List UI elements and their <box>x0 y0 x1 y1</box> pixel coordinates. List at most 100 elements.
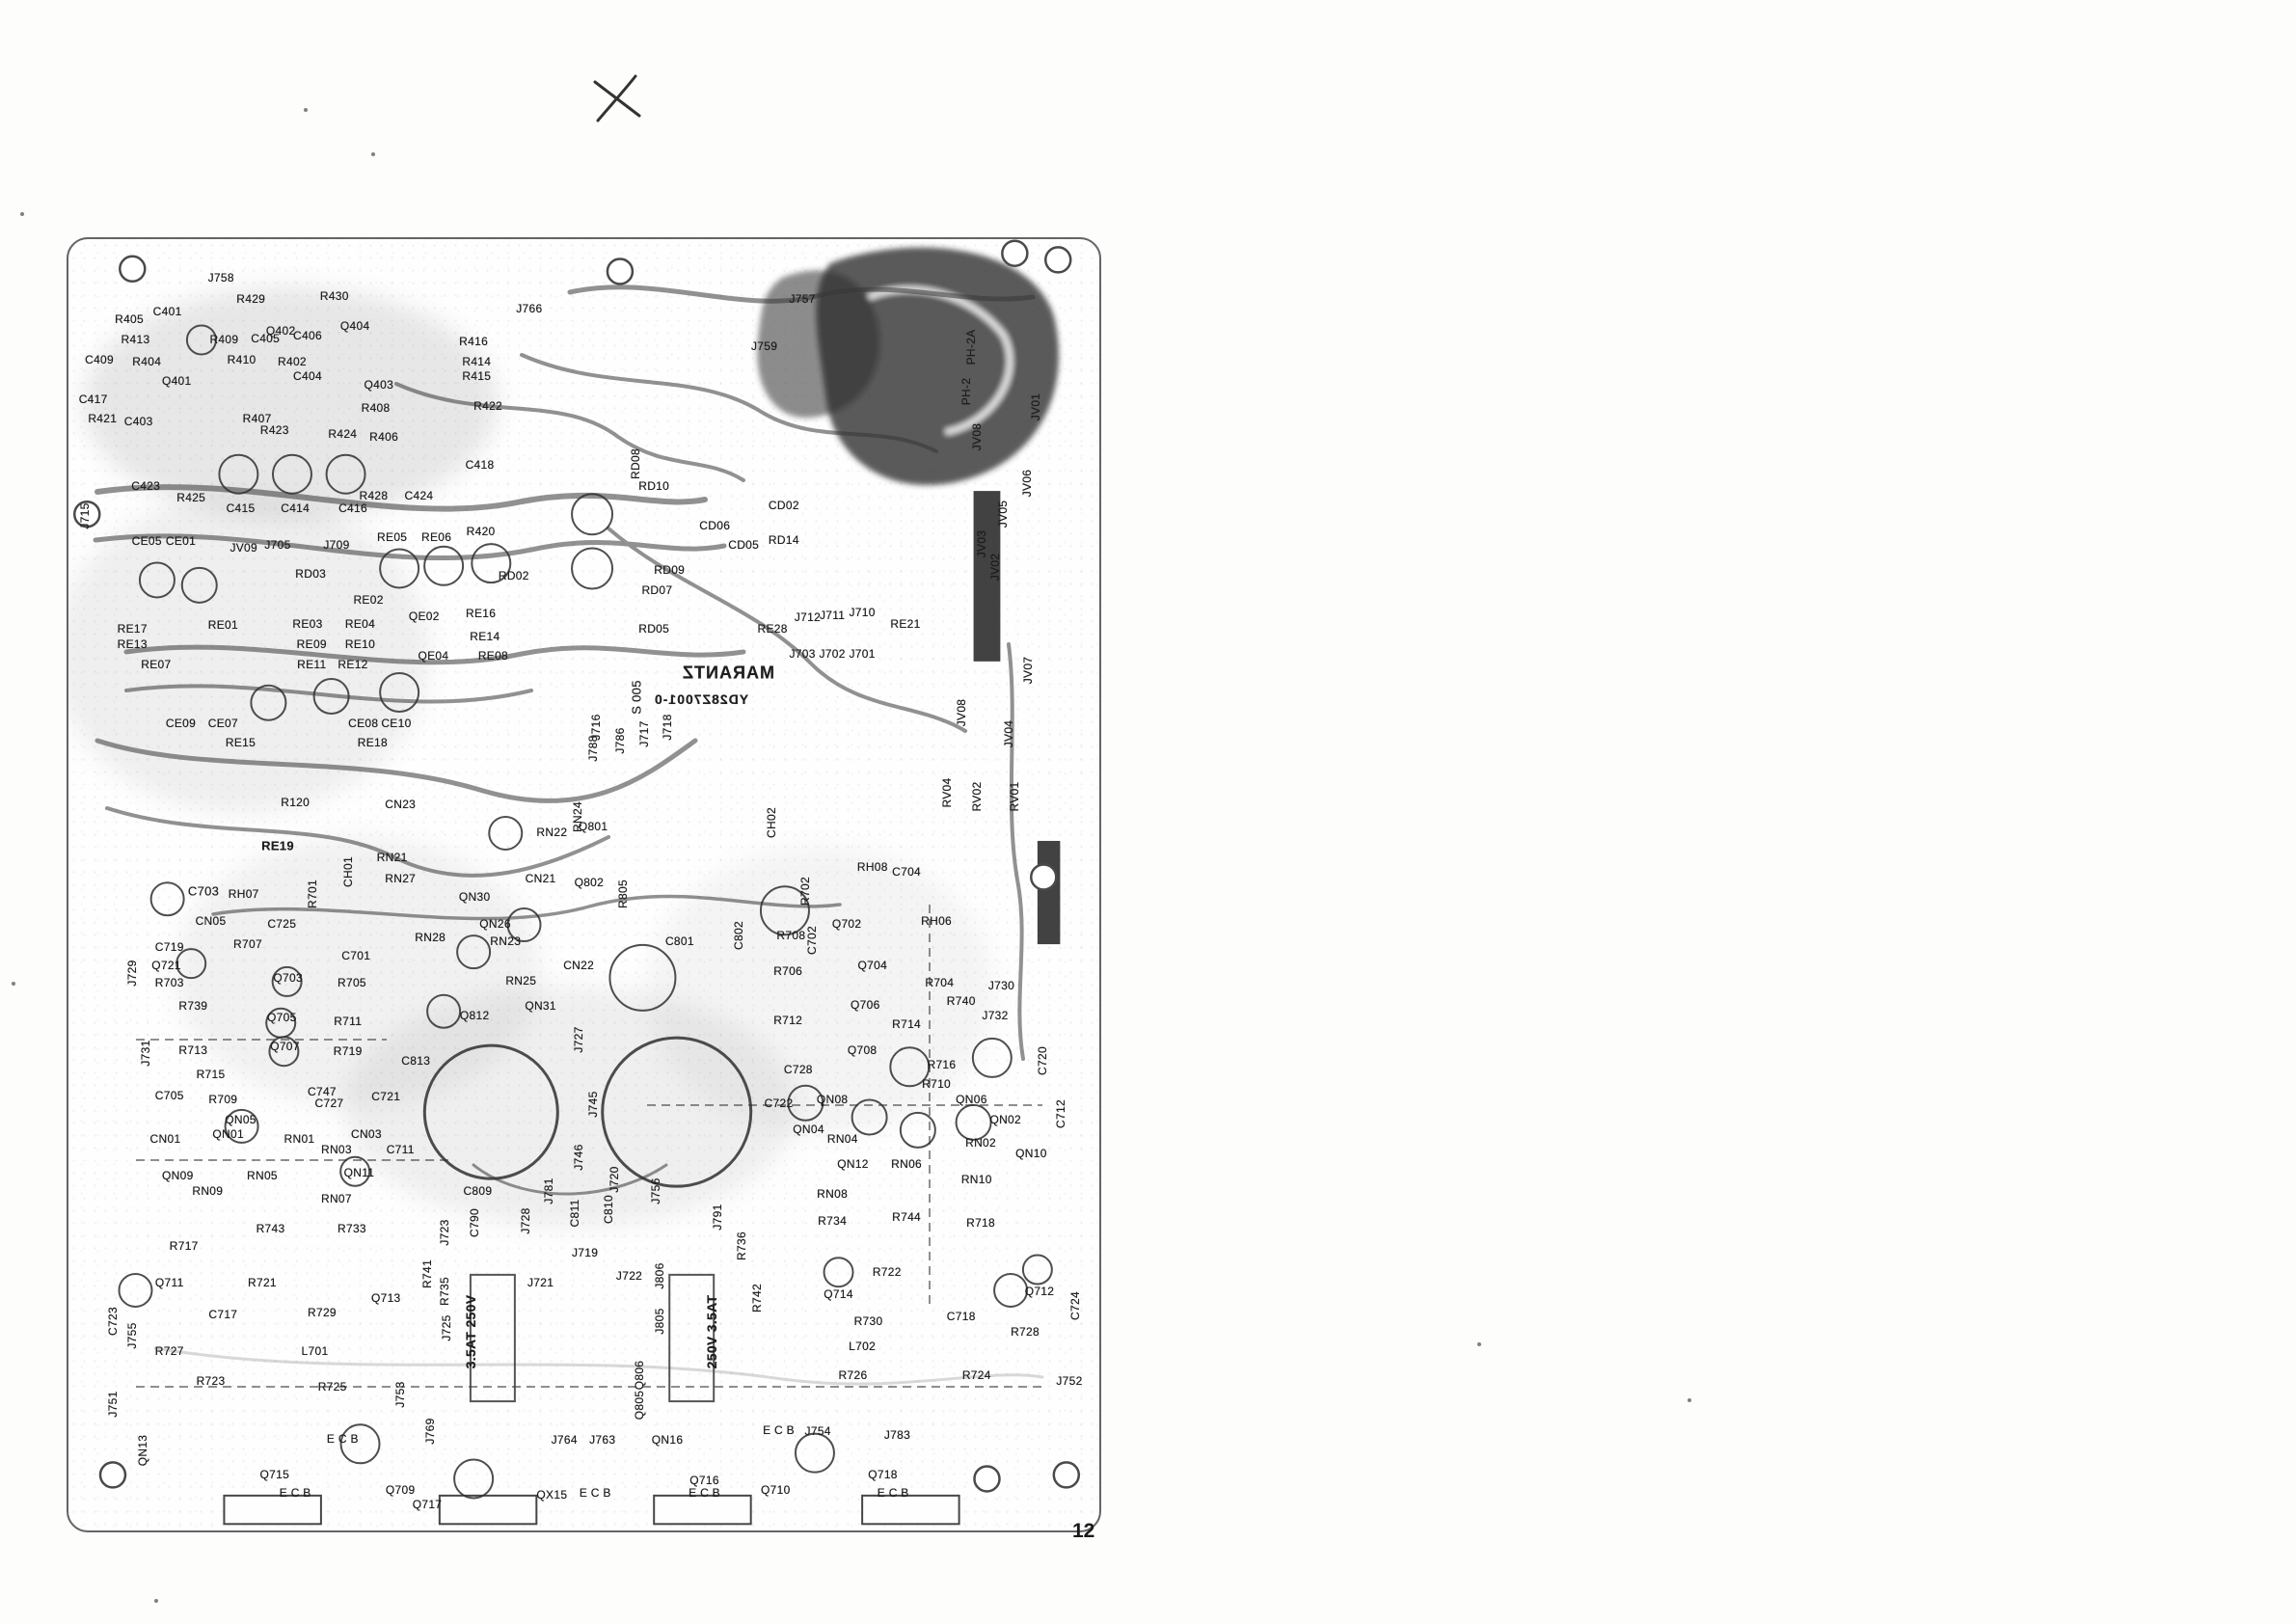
component-label: Q705 <box>267 1011 297 1025</box>
component-label: R743 <box>256 1221 285 1235</box>
component-label: R710 <box>922 1076 952 1091</box>
component-label: RN07 <box>320 1191 352 1205</box>
component-label: CD06 <box>699 519 731 533</box>
component-label: RN04 <box>826 1132 858 1147</box>
component-label: QN31 <box>525 999 556 1014</box>
component-label: Q721 <box>151 958 181 972</box>
component-label: C409 <box>85 352 115 366</box>
component-label: R739 <box>178 999 208 1014</box>
component-label: J766 <box>516 302 543 316</box>
component-label: RE12 <box>338 657 368 671</box>
component-label: J725 <box>440 1314 454 1341</box>
component-label: RV04 <box>939 777 954 808</box>
component-label: J745 <box>586 1091 601 1118</box>
component-label: JV03 <box>975 529 989 558</box>
component-label: R723 <box>196 1373 226 1388</box>
component-label: 3.5AT 250V <box>462 1294 478 1369</box>
component-label: Q717 <box>412 1498 443 1512</box>
component-label: C704 <box>892 865 922 880</box>
component-label: J720 <box>607 1166 621 1193</box>
component-label: JV01 <box>1028 392 1042 421</box>
component-label: Q702 <box>831 916 862 931</box>
component-label: QN04 <box>793 1122 824 1136</box>
component-label: RV02 <box>969 781 984 812</box>
component-label: C712 <box>1054 1098 1068 1128</box>
paper-speck <box>1477 1342 1481 1346</box>
component-label: RE03 <box>292 617 323 632</box>
component-label: RN25 <box>505 973 537 988</box>
component-label: CE07 <box>207 717 238 731</box>
component-label: RN28 <box>415 931 446 945</box>
component-label: R408 <box>361 401 391 416</box>
component-label: Q403 <box>364 378 394 392</box>
component-label: R420 <box>466 524 496 538</box>
component-label: CE08 <box>348 717 379 731</box>
component-label: C701 <box>341 949 371 963</box>
component-label: RE09 <box>296 637 327 652</box>
component-label: QX15 <box>536 1487 568 1502</box>
component-label: JV07 <box>1021 656 1036 685</box>
component-label: C415 <box>226 501 256 515</box>
component-label: R727 <box>154 1343 184 1358</box>
component-label: R407 <box>242 412 272 426</box>
component-label: R718 <box>966 1216 996 1231</box>
component-label: R421 <box>88 412 118 426</box>
component-label: R741 <box>420 1259 434 1288</box>
component-label: Q704 <box>857 958 888 972</box>
component-label: R714 <box>892 1017 922 1032</box>
paper-speck <box>304 108 308 112</box>
component-label: J711 <box>819 608 846 622</box>
component-label: R728 <box>1011 1324 1040 1339</box>
component-label: C405 <box>251 332 281 346</box>
component-label: Q703 <box>273 970 303 985</box>
component-label: Q708 <box>847 1042 878 1057</box>
component-label: CH01 <box>340 856 355 888</box>
component-label: R719 <box>333 1044 363 1059</box>
component-label: J755 <box>125 1322 140 1349</box>
component-label: C424 <box>404 489 434 503</box>
component-label: R713 <box>178 1042 208 1057</box>
component-label: RD05 <box>638 622 670 636</box>
component-label: R735 <box>438 1277 452 1307</box>
component-label: RD07 <box>641 583 673 598</box>
component-label: Q401 <box>161 374 192 389</box>
component-label: J723 <box>438 1219 452 1246</box>
component-label: CH02 <box>765 807 779 839</box>
component-label: QN08 <box>816 1092 849 1106</box>
component-label: C722 <box>764 1096 794 1110</box>
component-label: Q712 <box>1024 1285 1055 1299</box>
component-label: J727 <box>572 1026 586 1053</box>
component-label: QN13 <box>135 1434 149 1467</box>
component-label: C813 <box>401 1053 431 1068</box>
component-label: J746 <box>572 1144 586 1171</box>
component-label: C401 <box>152 304 182 318</box>
component-label: RN06 <box>891 1156 923 1171</box>
component-label: J753 <box>393 1381 408 1409</box>
component-label: J757 <box>789 291 816 306</box>
component-label: C802 <box>731 920 745 950</box>
component-label: CN23 <box>385 798 417 812</box>
component-label: QN02 <box>989 1113 1021 1127</box>
component-label: L701 <box>301 1343 329 1358</box>
component-label: RD14 <box>768 532 799 547</box>
component-label: J730 <box>987 978 1015 992</box>
component-label: RE16 <box>465 607 497 621</box>
component-label: RD08 <box>628 448 642 479</box>
component-label: C705 <box>154 1088 184 1102</box>
component-label: RE02 <box>353 592 384 607</box>
component-label: RN08 <box>817 1186 849 1201</box>
component-label: RE17 <box>117 622 148 636</box>
component-label: R724 <box>961 1368 991 1383</box>
component-label: R734 <box>818 1213 848 1228</box>
connector-footprints <box>223 491 1061 1526</box>
component-label: E C B <box>689 1486 720 1501</box>
component-label: CE01 <box>165 534 197 549</box>
component-label: C790 <box>468 1208 482 1238</box>
copper-traces <box>93 284 1044 1386</box>
component-circles <box>118 324 1053 1500</box>
component-label: R805 <box>616 879 631 908</box>
component-label: C725 <box>267 916 297 931</box>
component-label: RN10 <box>960 1172 992 1186</box>
component-label: C801 <box>664 934 694 949</box>
